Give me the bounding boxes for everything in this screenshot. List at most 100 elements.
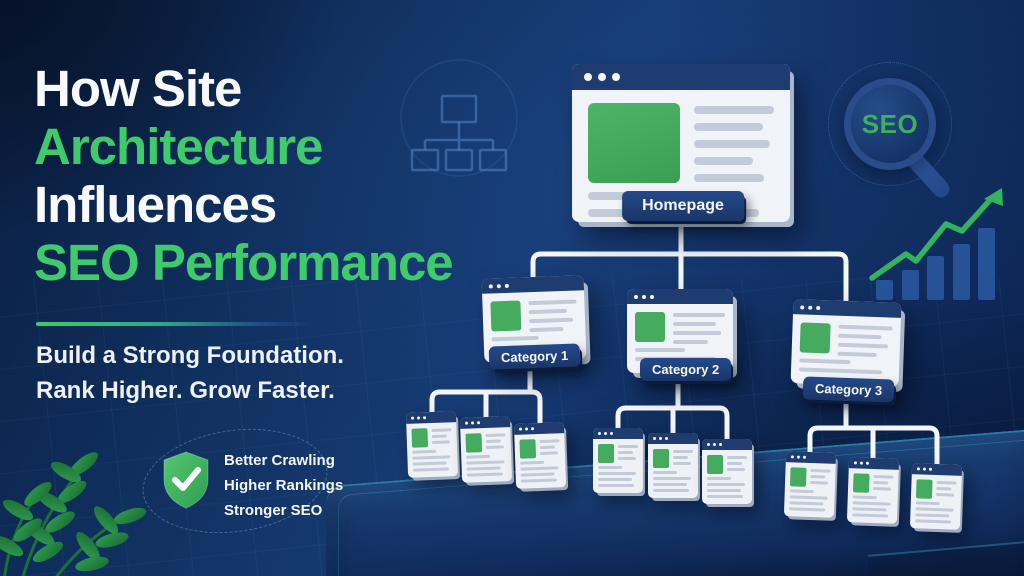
window-dot-icon [465,421,469,425]
skeleton-line [673,331,722,335]
title-line-2: Architecture [34,118,323,175]
window-dot-icon [531,427,535,431]
subpage-image-placeholder [411,428,429,448]
magnifier-dotted-ring [828,62,952,186]
window-dot-icon [417,416,421,420]
skeleton-line [528,308,568,315]
window-dot-icon [525,427,529,431]
homepage-card-titlebar [572,64,790,90]
page-title: How Site Architecture Influences SEO Per… [34,60,454,292]
homepage-image-placeholder [588,103,680,183]
magnifier-seo-text: SEO [861,108,919,139]
skeleton-line [673,313,725,317]
subtitle-line-1: Build a Strong Foundation. [36,342,344,369]
window-dot-icon [796,455,801,459]
window-dot-icon [922,467,927,471]
subpage-image-placeholder [915,479,933,499]
subpage-image-placeholder [852,473,870,493]
subpage-card [702,439,752,504]
window-dot-icon [519,427,523,431]
subtitle-line-2: Rank Higher. Grow Faster. [36,377,335,404]
subpage-image-placeholder [598,444,614,463]
window-dot-icon [411,416,415,420]
subpage-card [513,422,567,489]
skeleton-line [673,340,709,344]
window-dot-icon [471,421,475,425]
category-image-placeholder [799,322,831,354]
skeleton-line [838,324,893,331]
category-card-3 [790,299,902,387]
benefit-item: Better Crawling [224,452,335,469]
window-dot-icon [816,305,821,310]
title-line-3: Influences [34,176,277,233]
category-image-placeholder [635,312,665,342]
benefit-item: Stronger SEO [224,502,323,519]
window-dot-icon [853,461,858,465]
window-dot-icon [642,294,646,299]
homepage-label: Homepage [622,191,744,221]
window-dot-icon [802,455,806,459]
subpage-card [783,451,837,518]
skeleton-line [635,348,685,352]
window-dot-icon [707,443,710,446]
window-dot-icon [477,421,481,425]
window-dot-icon [653,437,656,440]
skeleton-line [694,123,763,131]
window-dot-icon [928,467,932,471]
skeleton-line [837,351,877,358]
skeleton-line [798,367,882,375]
skeleton-line [673,322,716,326]
skeleton-line [694,106,774,114]
subpage-card [459,416,513,483]
title-line-1: How Site [34,60,242,117]
category-label-3: Category 3 [802,376,895,403]
window-dot-icon [800,304,805,310]
category-image-placeholder [490,300,522,332]
growth-chart-icon [869,188,1003,300]
window-dot-icon [423,416,427,420]
skeleton-line [799,358,850,365]
subtitle: Build a Strong Foundation. Rank Higher. … [36,338,344,408]
window-dot-icon [496,283,501,288]
window-dot-icon [612,73,620,81]
benefits-badge: Better Crawling Higher Rankings Stronger… [135,417,390,554]
category-label-2: Category 2 [640,358,732,381]
subpage-card [593,428,643,493]
window-dot-icon [790,455,795,459]
subpage-image-placeholder [789,467,807,487]
window-dot-icon [865,461,869,465]
window-dot-icon [659,437,662,440]
window-dot-icon [665,437,668,440]
window-dot-icon [713,443,716,446]
subpage-card [405,411,459,478]
subpage-image-placeholder [465,433,483,453]
subpage-image-placeholder [653,449,669,468]
title-divider [36,322,318,326]
seo-magnifier-icon: SEO [828,62,978,222]
skeleton-line [694,174,765,182]
subpage-card [648,433,698,498]
window-dot-icon [604,432,607,435]
window-dot-icon [610,432,613,435]
skeleton-line [491,335,540,342]
window-dot-icon [634,294,638,299]
window-dot-icon [650,294,654,299]
subpage-image-placeholder [707,455,723,474]
shield-check-icon [163,451,209,509]
magnifier-lens: SEO [844,78,936,170]
skeleton-line [694,140,770,148]
skeleton-line [837,342,888,349]
window-dot-icon [719,443,722,446]
skeleton-line [838,333,882,340]
growth-arrow-icon [869,197,993,281]
window-dot-icon [584,73,592,81]
window-dot-icon [808,305,813,310]
skeleton-line [529,317,574,324]
window-dot-icon [598,432,601,435]
skeleton-line [528,299,577,306]
skeleton-line [529,326,564,333]
window-dot-icon [859,461,864,465]
category-label-1: Category 1 [488,343,581,370]
window-dot-icon [598,73,606,81]
